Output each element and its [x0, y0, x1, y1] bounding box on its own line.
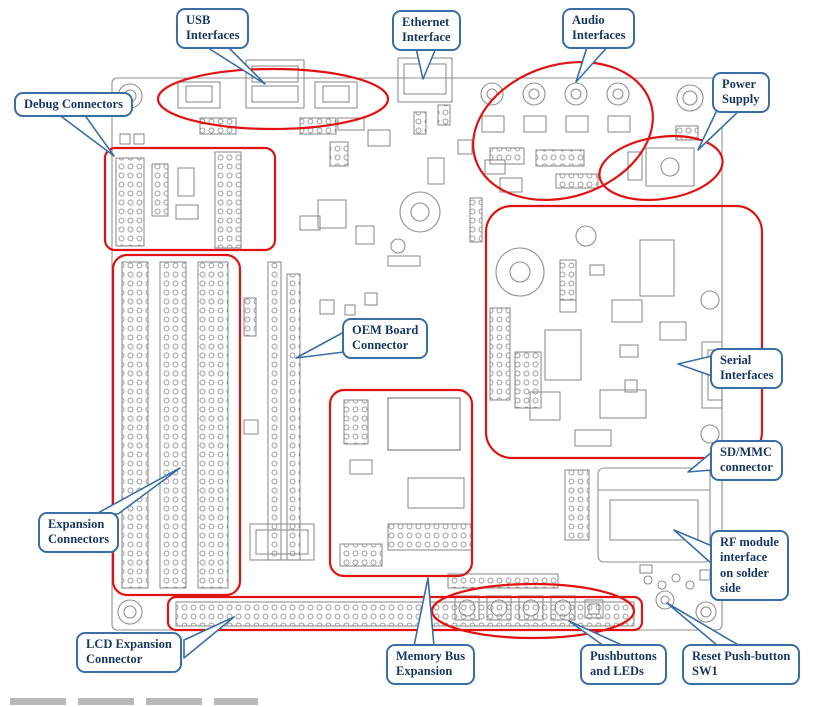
callout-lcd-expansion: LCD Expansion Connector: [76, 632, 182, 673]
callout-pointer-oem: [295, 331, 345, 359]
serial-region-components: [489, 225, 723, 447]
rf-module-pads: [639, 564, 711, 590]
callout-pointer-audio: [575, 43, 611, 83]
cropped-caption-artifact: [10, 698, 258, 705]
callout-pointer-rf: [673, 529, 713, 565]
callout-pointer-power: [697, 107, 743, 151]
callout-pointer-lcd: [183, 616, 235, 659]
debug-headers: [115, 133, 242, 249]
callout-usb-interfaces: USB Interfaces: [176, 8, 250, 49]
center-components: [299, 104, 506, 316]
callout-sdmmc-connector: SD/MMC connector: [710, 440, 783, 481]
usb-highlight: [156, 67, 390, 131]
callout-power-supply: Power Supply: [712, 72, 770, 113]
callout-oem-board-connector: OEM Board Connector: [342, 318, 429, 359]
lcd-highlight: [166, 595, 644, 632]
memory-bus-highlight: [328, 388, 474, 578]
callout-pointer-reset: [666, 602, 741, 647]
expansion-highlight: [111, 253, 242, 597]
oem-connector: [249, 261, 315, 561]
audio-jacks: [480, 82, 631, 193]
callout-rf-module: RF module interface on solder side: [710, 530, 789, 601]
callout-serial-interfaces: Serial Interfaces: [710, 348, 784, 389]
sd-mmc-slot: [564, 467, 711, 563]
callout-reset-pushbutton: Reset Push-button SW1: [682, 644, 801, 685]
callout-expansion-connectors: Expansion Connectors: [38, 512, 120, 553]
callout-pushbuttons-leds: Pushbuttons and LEDs: [580, 644, 667, 685]
pushbuttons-highlight: [430, 582, 636, 640]
callout-pointer-sdmmc: [687, 451, 713, 473]
debug-highlight: [103, 146, 277, 252]
expansion-headers: [121, 261, 259, 589]
reset-button: [655, 590, 675, 610]
audio-highlight: [472, 60, 654, 202]
callout-audio-interfaces: Audio Interfaces: [562, 8, 636, 49]
power-highlight: [598, 135, 724, 201]
serial-region-highlight: [484, 204, 764, 460]
callout-pointer-debug: [57, 113, 115, 157]
lcd-header: [175, 601, 635, 627]
callout-ethernet-interface: Ethernet Interface: [392, 10, 461, 51]
callout-debug-connectors: Debug Connectors: [14, 92, 133, 118]
memory-components: [339, 397, 473, 567]
callout-memory-bus: Memory Bus Expansion: [386, 644, 476, 685]
callout-pointer-serial: [677, 355, 713, 377]
